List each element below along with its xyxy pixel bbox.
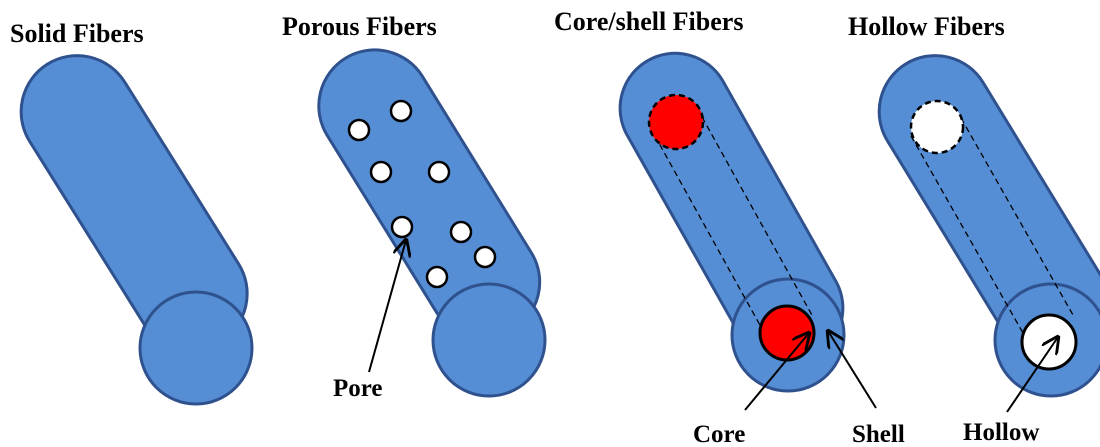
core-entry-circle — [649, 95, 703, 149]
solid-fiber — [21, 56, 252, 404]
porous-fiber — [319, 50, 545, 396]
pore — [451, 222, 471, 242]
pore — [392, 217, 412, 237]
title-porous-fibers: Porous Fibers — [282, 12, 437, 41]
hollow-entry-circle — [911, 101, 963, 153]
core-label: Core — [693, 421, 745, 447]
core-shell-fiber — [620, 53, 844, 391]
pore — [391, 101, 411, 121]
hollow-fiber — [879, 56, 1100, 396]
pore-callout-arrow — [369, 240, 406, 372]
porous-fiber-end-face — [433, 284, 545, 396]
pore — [349, 120, 369, 140]
title-core-shell-fibers: Core/shell Fibers — [554, 7, 743, 36]
shell-callout-arrow — [828, 331, 876, 408]
pore — [427, 267, 447, 287]
pore-label: Pore — [333, 375, 383, 402]
title-solid-fibers: Solid Fibers — [10, 19, 144, 48]
pore — [475, 247, 495, 267]
core-exit-circle — [760, 306, 814, 360]
hollow-label: Hollow — [963, 419, 1039, 446]
title-hollow-fibers: Hollow Fibers — [848, 12, 1005, 41]
pore — [429, 162, 449, 182]
hollow-exit-circle — [1022, 315, 1076, 369]
shell-label: Shell — [852, 421, 905, 447]
solid-fiber-end-face — [140, 292, 252, 404]
pore — [371, 162, 391, 182]
